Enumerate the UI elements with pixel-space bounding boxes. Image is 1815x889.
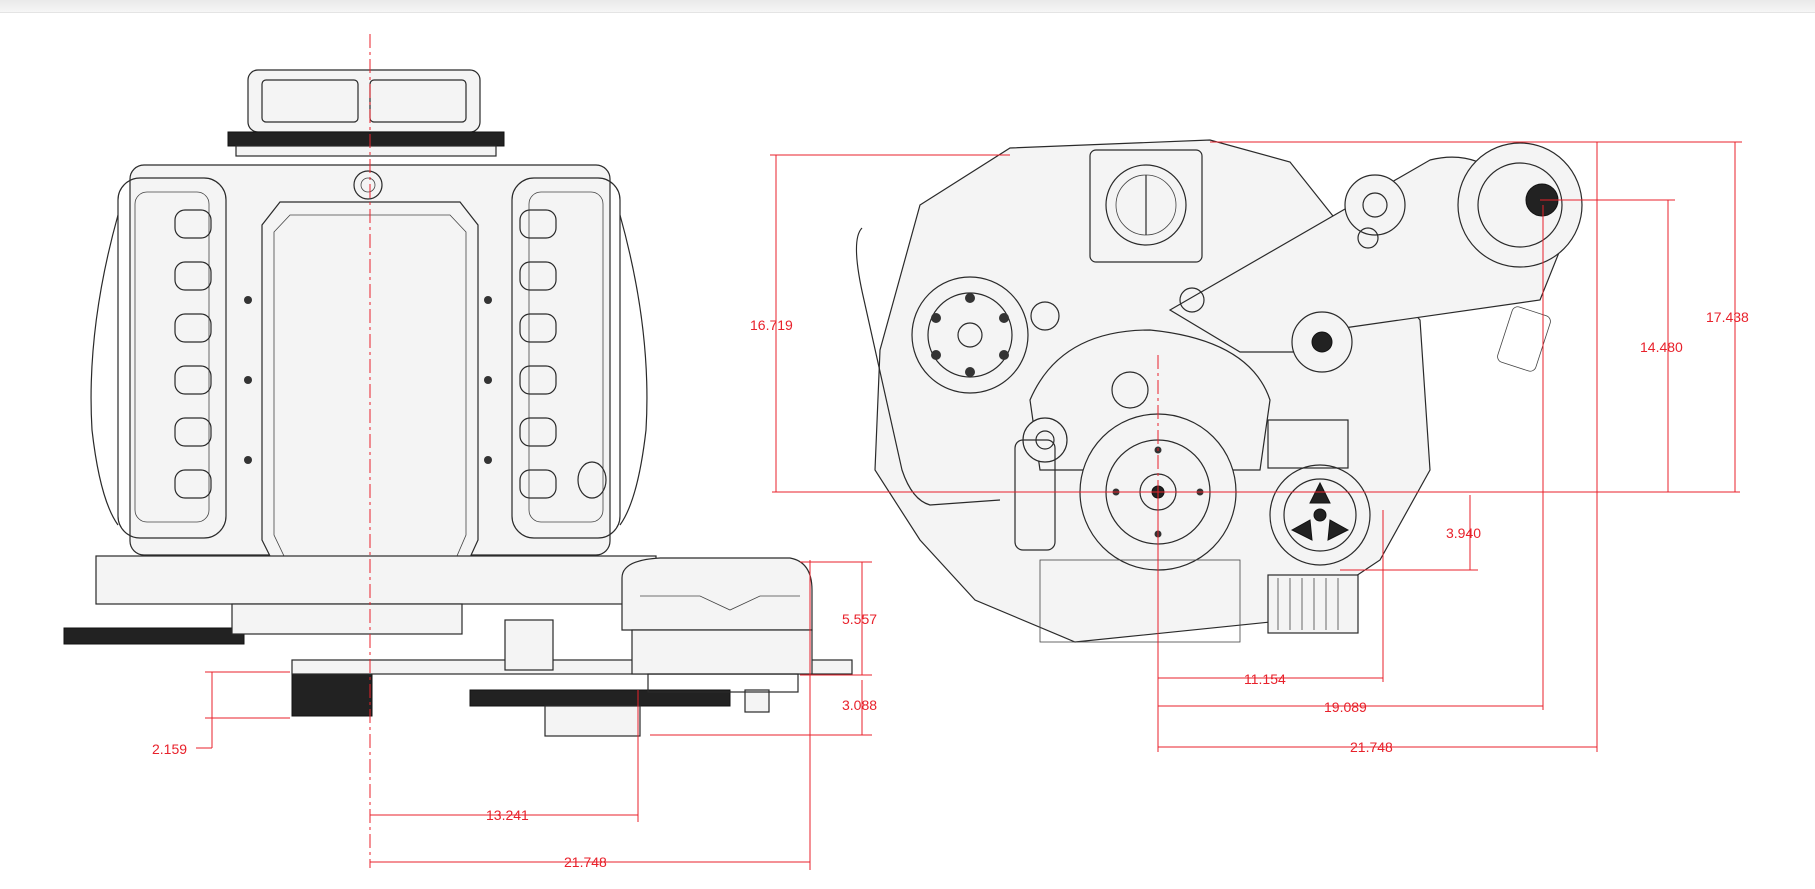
dim-19-089: 19.089 [1324,699,1367,715]
intake-cap [227,69,505,157]
engine-block-top [90,164,648,613]
dim-3-088: 3.088 [842,697,877,713]
dim-3-940: 3.940 [1446,525,1481,541]
dim-11-154: 11.154 [1244,671,1286,687]
accessory-bracket [1168,142,1583,373]
dim-16-719: 16.719 [750,317,793,333]
ps-pulley [1269,464,1371,566]
top-toolbar-strip [0,0,1815,13]
accessory-housing [621,557,813,693]
dim-13-241: 13.241 [486,807,529,823]
dim-5-557: 5.557 [842,611,877,627]
dim-21-748-left: 21.748 [564,854,607,870]
right-view-dimensions [770,141,1742,752]
left-pulley [911,276,1029,394]
dim-14-480: 14.480 [1640,339,1683,355]
right-engine-view [855,139,1583,643]
throttle-body [1089,149,1203,263]
left-view-dimensions [196,560,872,870]
dim-21-748-right: 21.748 [1350,739,1393,755]
dim-17-438: 17.438 [1706,309,1749,325]
left-engine-view [63,69,853,737]
dim-2-159: 2.159 [152,741,187,757]
